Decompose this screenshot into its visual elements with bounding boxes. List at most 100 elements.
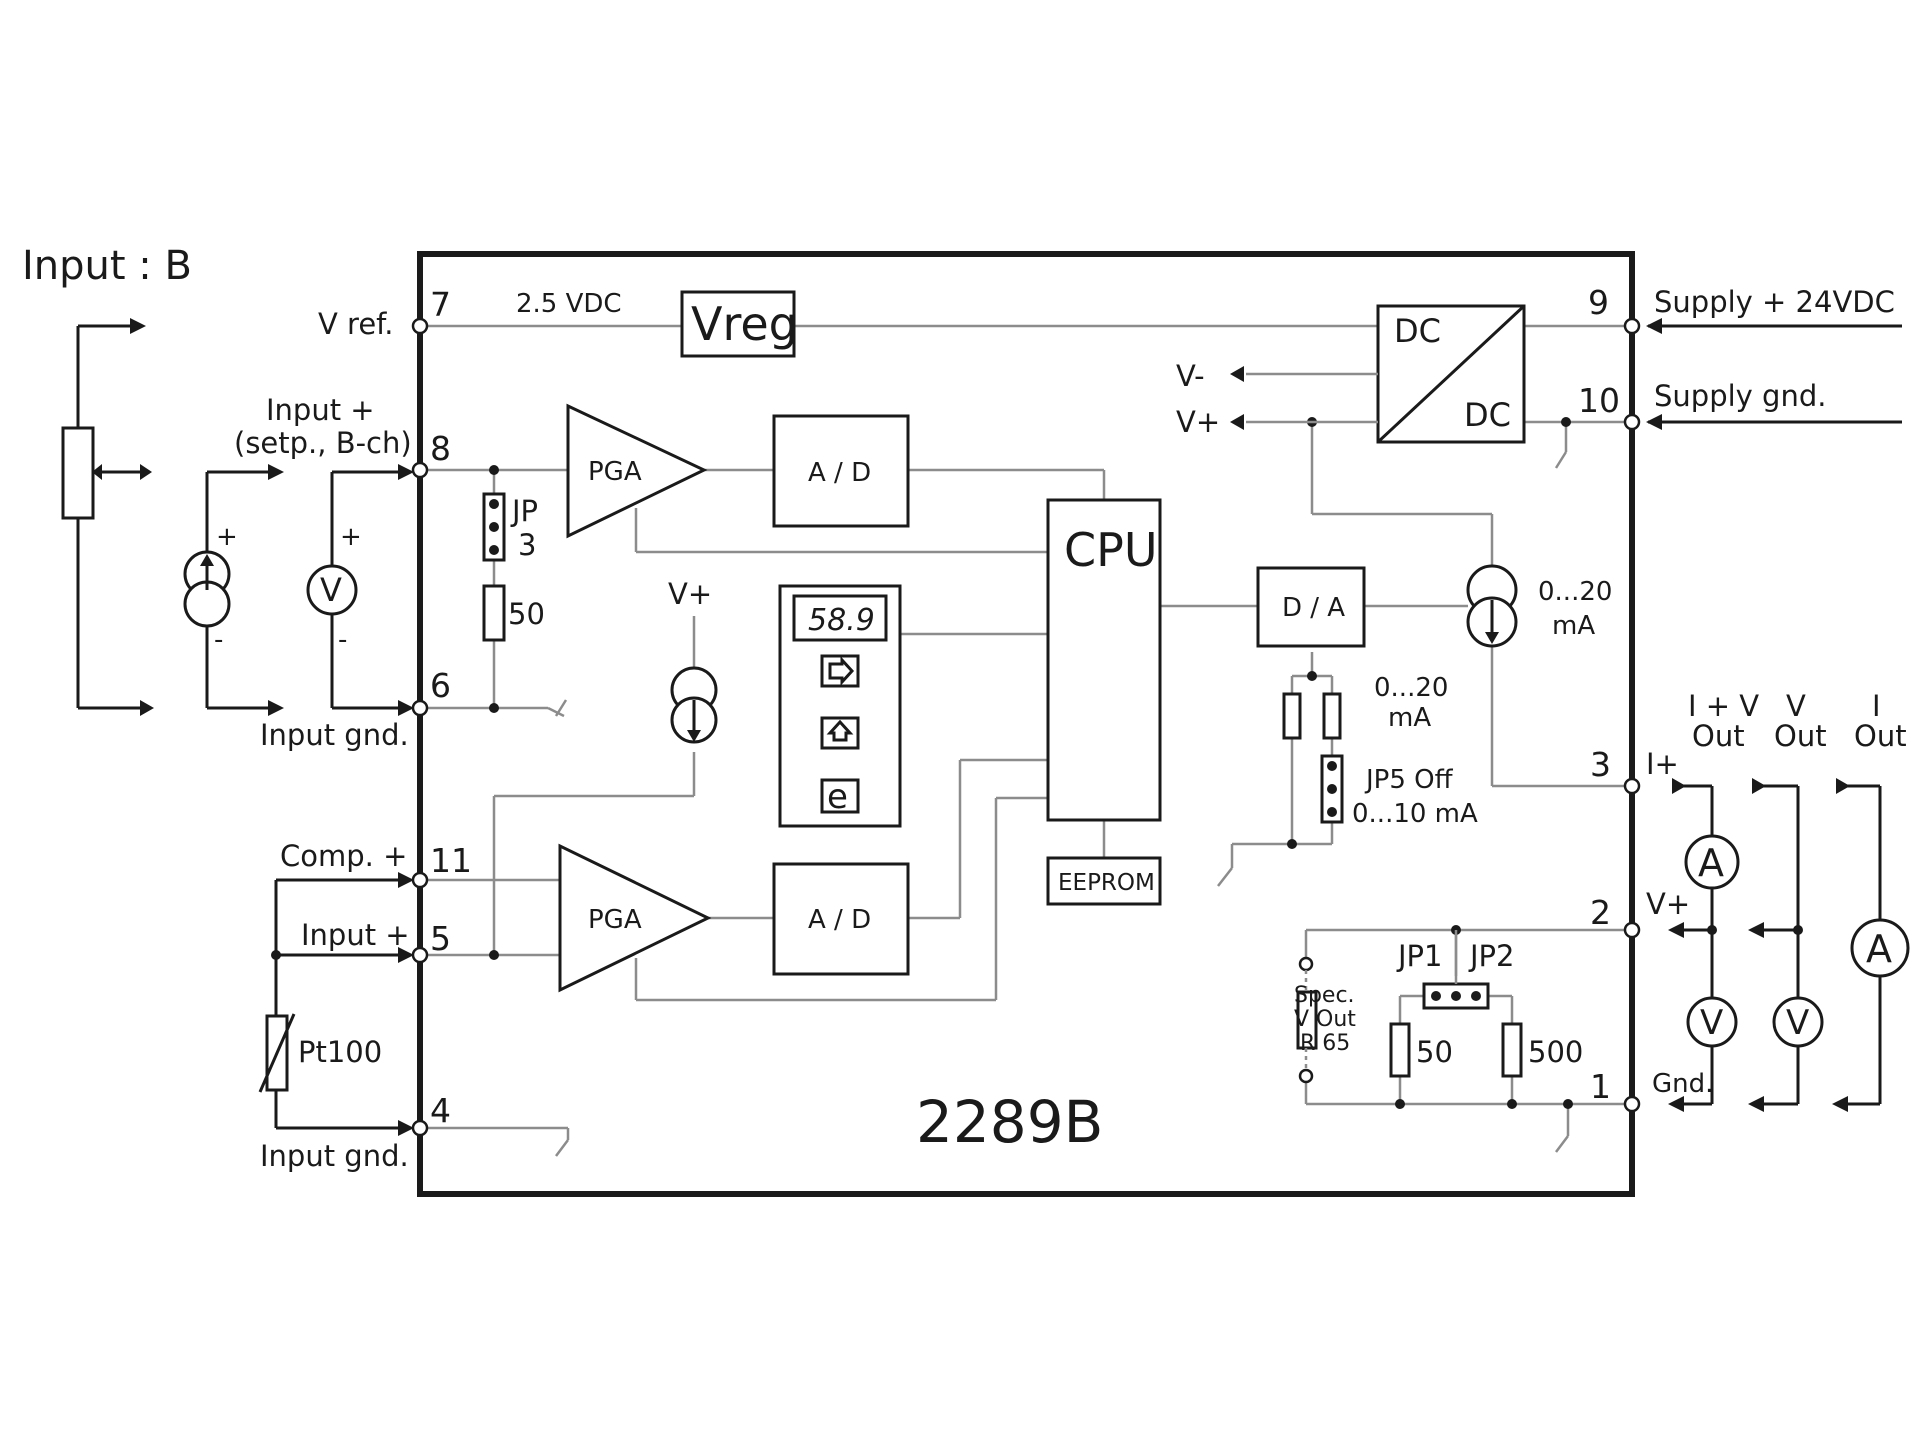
- junctions: [489, 417, 1573, 1109]
- terminal-num-7: 7: [430, 285, 451, 324]
- label-spec-c: R 65: [1300, 1031, 1350, 1056]
- model-label: 2289B: [916, 1088, 1103, 1156]
- label-jp5-b: 0...10 mA: [1352, 799, 1478, 829]
- pga-1-label: PGA: [588, 457, 642, 487]
- dc-top-label: DC: [1394, 312, 1441, 350]
- jp3-number: 3: [518, 528, 536, 562]
- label-res-020-a: 0...20: [1374, 673, 1448, 703]
- label-jp5-a: JP5 Off: [1364, 765, 1454, 795]
- resistor-50-input-label: 50: [508, 597, 545, 631]
- label-out3-a: I: [1872, 689, 1881, 723]
- label-jp1: JP1: [1396, 939, 1443, 973]
- e-button-label: e: [827, 777, 848, 817]
- terminal-num-3: 3: [1590, 745, 1611, 784]
- vreg-label: Vreg: [691, 297, 798, 351]
- jp3-label: JP: [510, 494, 538, 528]
- da-converter: [1256, 566, 1366, 648]
- terminal-num-8: 8: [430, 429, 451, 468]
- display-readout: [792, 594, 888, 642]
- label-pt100: Pt100: [298, 1035, 382, 1069]
- terminal-num-9: 9: [1588, 283, 1609, 322]
- label-out1-b: Out: [1692, 719, 1745, 753]
- display-panel: 58.9 e: [778, 584, 902, 828]
- ad-converter-2: [772, 862, 910, 976]
- resistor-50-output-label: 50: [1416, 1035, 1453, 1069]
- terminal-num-4: 4: [430, 1091, 451, 1130]
- label-spec-b: V Out: [1294, 1007, 1356, 1032]
- diagram-title: Input : B: [22, 243, 192, 289]
- module-enclosure: [417, 251, 1635, 1197]
- resistor-50-output: [1389, 1022, 1411, 1078]
- label-input-gnd-1: Input gnd.: [260, 718, 409, 752]
- amp-symbol-1: A: [1698, 841, 1724, 885]
- jumper-jp3: JP 3: [482, 492, 538, 562]
- display-value: 58.9: [808, 603, 875, 638]
- volt-symbol-2: V: [1786, 1003, 1809, 1043]
- eeprom-label: EEPROM: [1058, 870, 1155, 896]
- current-source-output: 0...20 mA: [1466, 564, 1612, 648]
- label-v-plus-out: V+: [1646, 887, 1690, 921]
- voltage-source-left: V + -: [306, 464, 414, 716]
- jumper-jp1-jp2: [1422, 930, 1490, 1010]
- label-out3-b: Out: [1854, 719, 1907, 753]
- volt-symbol-left: V: [320, 571, 342, 609]
- label-supply-gnd: Supply gnd.: [1654, 379, 1826, 413]
- resistor-500-output: [1501, 1022, 1523, 1078]
- volt-symbol-1: V: [1700, 1003, 1723, 1043]
- pga-1: [566, 403, 708, 539]
- meter-config-iv: A V: [1668, 778, 1740, 1112]
- label-input-gnd-2: Input gnd.: [260, 1139, 409, 1173]
- label-out1-a: I + V: [1688, 689, 1759, 723]
- terminal-num-1: 1: [1590, 1067, 1611, 1106]
- terminal-num-10: 10: [1578, 381, 1620, 420]
- label-comp-plus: Comp. +: [280, 839, 407, 873]
- terminal-num-11: 11: [430, 841, 472, 880]
- label-v-plus-source: V+: [668, 577, 712, 611]
- dc-dc-converter: DC DC: [1230, 304, 1526, 444]
- jumper-jp5: [1320, 754, 1344, 824]
- label-jp2: JP2: [1468, 939, 1515, 973]
- ad-2-label: A / D: [808, 905, 871, 935]
- ad-1-label: A / D: [808, 458, 871, 488]
- current-source-left: + -: [183, 464, 284, 716]
- label-out2-a: V: [1786, 689, 1806, 723]
- polarity-plus-1: +: [216, 522, 238, 552]
- label-i-plus: I+: [1646, 747, 1679, 781]
- label-input-plus-2: Input +: [301, 918, 410, 952]
- label-res-020-b: mA: [1388, 703, 1431, 733]
- label-2-5vdc: 2.5 VDC: [516, 289, 622, 319]
- label-src-020-a: 0...20: [1538, 577, 1612, 607]
- pt100-sensor: Pt100: [258, 872, 414, 1136]
- resistor-range-1: [1282, 692, 1302, 740]
- spec-vout-resistor: Spec. V Out R 65: [1294, 956, 1356, 1084]
- e-button: [820, 778, 860, 814]
- label-supply-plus: Supply + 24VDC: [1654, 285, 1895, 319]
- meter-config-i: A: [1832, 778, 1910, 1112]
- terminal-num-5: 5: [430, 919, 451, 958]
- potentiometer: [61, 318, 154, 716]
- terminal-num-6: 6: [430, 666, 451, 705]
- eeprom-block: [1046, 856, 1162, 906]
- pga-2: [558, 843, 712, 993]
- cpu-label: CPU: [1064, 523, 1158, 577]
- meter-config-v: V: [1748, 778, 1824, 1112]
- ad-converter-1: [772, 414, 910, 528]
- label-input-plus: Input +: [266, 393, 375, 427]
- label-vref: V ref.: [318, 307, 394, 341]
- label-v-minus: V-: [1176, 359, 1205, 393]
- resistor-50-input: [482, 584, 506, 642]
- amp-symbol-2: A: [1866, 927, 1892, 971]
- label-gnd: Gnd.: [1652, 1069, 1713, 1099]
- polarity-minus-1: -: [214, 625, 223, 655]
- cpu-block: [1046, 498, 1162, 822]
- current-source-middle: V+: [668, 577, 718, 744]
- label-v-plus-dc: V+: [1176, 405, 1220, 439]
- pga-2-label: PGA: [588, 905, 642, 935]
- label-setp: (setp., B-ch): [234, 426, 412, 460]
- resistor-500-output-label: 500: [1528, 1035, 1583, 1069]
- label-src-020-b: mA: [1552, 611, 1595, 641]
- label-out2-b: Out: [1774, 719, 1827, 753]
- vreg-block: [680, 290, 796, 358]
- dc-bottom-label: DC: [1464, 396, 1511, 434]
